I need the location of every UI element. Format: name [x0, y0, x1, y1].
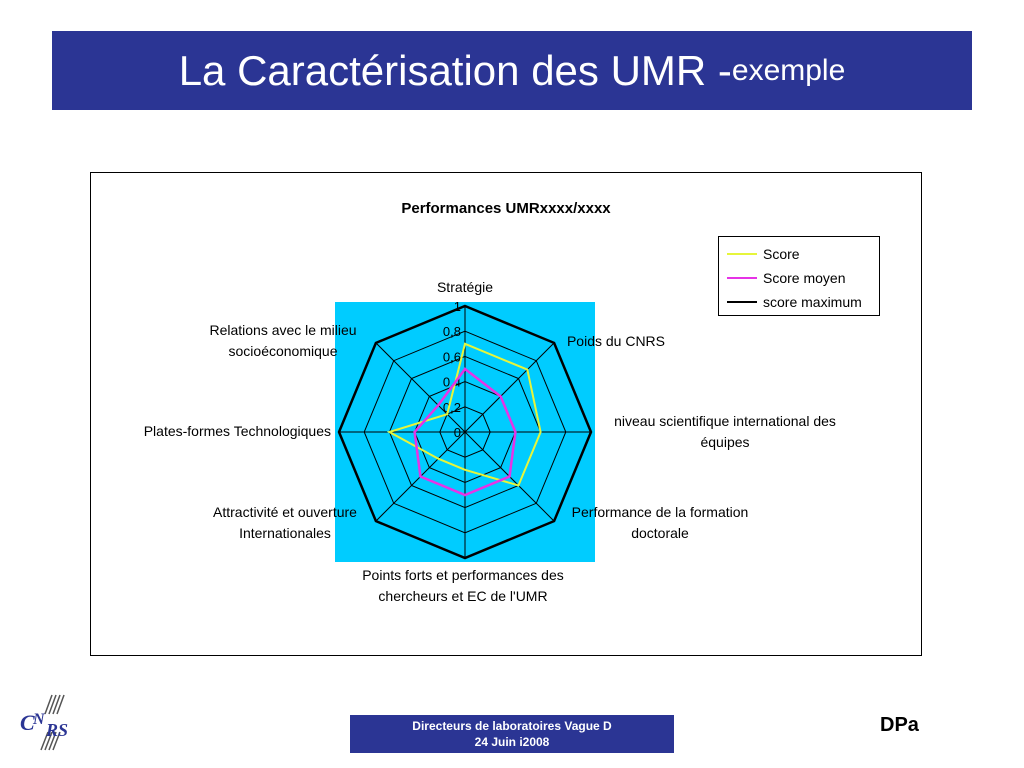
axis-label: niveau scientifique international des équ…: [594, 411, 856, 453]
axis-label-line: niveau scientifique international des: [614, 413, 836, 429]
axis-label: Relations avec le milieu socioéconomique: [195, 320, 371, 362]
legend-swatch-score: [727, 253, 757, 255]
legend-item-score: Score: [727, 244, 800, 264]
svg-text:S: S: [58, 720, 68, 740]
axis-label-line: doctorale: [631, 525, 689, 541]
legend-swatch-score-maximum: [727, 301, 757, 303]
legend-item-score-maximum: score maximum: [727, 292, 862, 312]
tick-label: 1: [454, 299, 461, 314]
tick-label: 0,6: [443, 349, 461, 364]
slide-title-sub: exemple: [731, 53, 846, 87]
axis-label-line: Relations avec le milieu: [209, 322, 357, 338]
cnrs-logo-icon: C N R S: [20, 694, 68, 751]
legend-item-score-moyen: Score moyen: [727, 268, 845, 288]
axis-label-line: Internationales: [239, 525, 331, 541]
axis-label-line: Attractivité et ouverture: [213, 504, 357, 520]
axis-label-line: Plates-formes Technologiques: [143, 423, 331, 439]
legend-label-score-moyen: Score moyen: [763, 270, 846, 286]
footer-initials: DPa: [880, 714, 919, 736]
series-score-moyen: [413, 367, 517, 497]
footer-line-2: 24 Juin i2008: [474, 735, 550, 749]
tick-label: 0,2: [443, 400, 461, 415]
axis-label-line: Poids du CNRS: [566, 333, 666, 349]
cnrs-logo: C N R S: [18, 692, 78, 759]
legend-label-score: Score: [763, 246, 800, 262]
svg-text:N: N: [32, 711, 46, 728]
series-score-maximum: [337, 304, 593, 560]
svg-text:R: R: [45, 720, 58, 740]
radar-chart: 00,20,40,60,81: [335, 299, 595, 562]
axis-label: Performance de la formation doctorale: [557, 502, 763, 544]
chart-legend: Score Score moyen score maximum: [718, 236, 880, 316]
svg-text:C: C: [20, 710, 35, 735]
legend-swatch-score-moyen: [727, 277, 757, 279]
tick-label: 0,8: [443, 324, 461, 339]
axis-label: Stratégie: [405, 277, 525, 298]
grid-spoke: [375, 342, 466, 433]
series-score: [386, 342, 542, 487]
footer-box: Directeurs de laboratoires Vague D 24 Ju…: [350, 715, 674, 753]
grid-spoke: [464, 342, 555, 433]
axis-label: Poids du CNRS: [556, 331, 676, 352]
axis-label-line: Stratégie: [436, 279, 494, 295]
slide-title: La Caractérisation des UMR -: [178, 46, 732, 94]
tick-label: 0: [454, 425, 461, 440]
footer-line-1: Directeurs de laboratoires Vague D: [412, 719, 612, 733]
axis-label: Points forts et performances des chercheu…: [343, 565, 583, 607]
axis-label: Plates-formes Technologiques: [109, 421, 331, 442]
slide-title-bar: La Caractérisation des UMR - exemple: [52, 31, 972, 110]
chart-title: Performances UMRxxxx/xxxx: [401, 200, 611, 217]
axis-label-line: socioéconomique: [228, 343, 338, 359]
legend-label-score-maximum: score maximum: [763, 294, 862, 310]
axis-label-line: Points forts et performances des: [362, 567, 564, 583]
axis-label-line: chercheurs et EC de l'UMR: [378, 588, 548, 604]
axis-label-line: équipes: [700, 434, 750, 450]
axis-label-line: Performance de la formation: [571, 504, 749, 520]
